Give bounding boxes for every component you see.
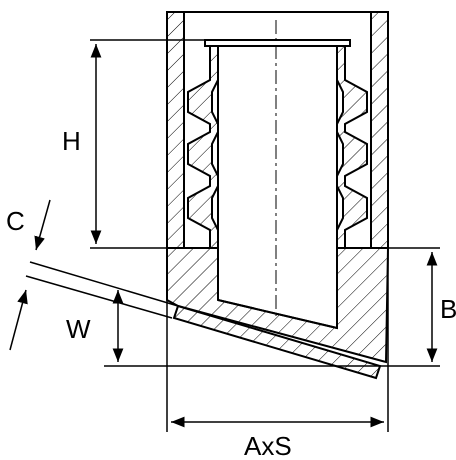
label-h: H xyxy=(62,126,81,156)
dimension-axs xyxy=(166,248,389,432)
housing-left-wall xyxy=(166,11,185,249)
housing-right-wall xyxy=(370,11,389,249)
inner-bore xyxy=(217,46,338,329)
insert-left-thread-profile xyxy=(184,39,219,249)
label-axs: AxS xyxy=(244,431,292,460)
insert-top xyxy=(204,39,351,47)
dimension-c xyxy=(9,199,173,351)
label-b: B xyxy=(440,294,456,324)
angled-seal-strip xyxy=(172,304,382,380)
label-c: C xyxy=(6,206,25,236)
dimension-h xyxy=(90,39,205,249)
dimension-b xyxy=(386,247,440,367)
lower-body-section xyxy=(166,247,390,364)
label-w: W xyxy=(66,314,91,344)
insert-right-thread-profile xyxy=(336,39,371,249)
